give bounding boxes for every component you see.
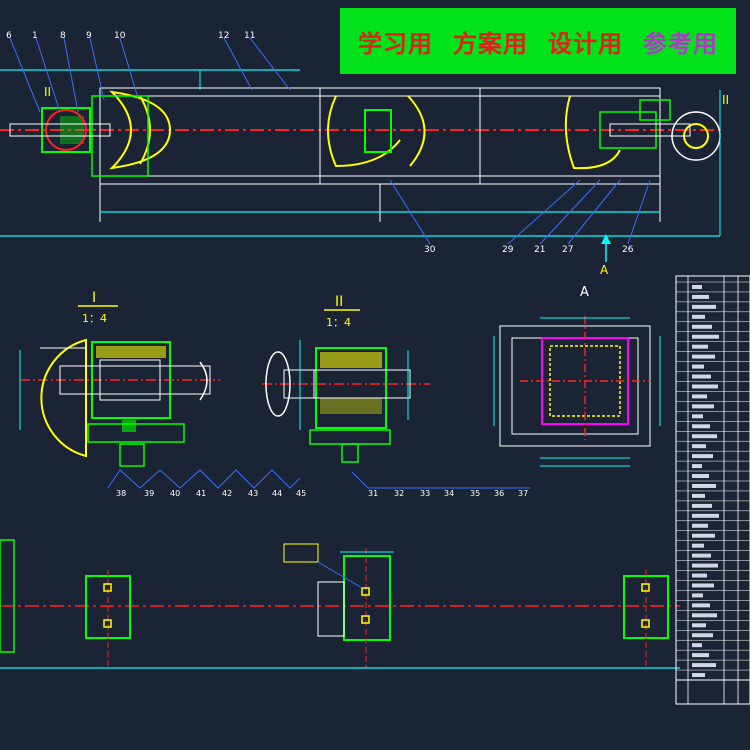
parts-list-cell-text	[692, 404, 714, 409]
parts-list-cell-text	[692, 294, 709, 299]
balloon-40: 40	[170, 489, 180, 498]
detail-i-balloons: 38 39 40 41 42 43 44 45	[116, 489, 306, 498]
parts-list-cell-text	[692, 543, 704, 548]
parts-list-cell-text	[692, 314, 705, 319]
parts-list-cell-text	[692, 394, 707, 399]
view-a-title: A	[580, 285, 589, 300]
balloon-35: 35	[470, 489, 480, 498]
parts-list-cell-text	[692, 483, 716, 488]
parts-list-cell-text	[692, 573, 707, 578]
parts-list-cell-text	[692, 603, 710, 608]
parts-list-cell-text	[692, 454, 713, 459]
parts-list-cell-text	[692, 434, 717, 439]
balloon-12: 12	[218, 31, 229, 41]
balloon-6: 6	[6, 31, 12, 41]
balloon-31: 31	[368, 489, 378, 498]
parts-list-cell-text	[692, 653, 709, 658]
watermark-reference: 参考用	[643, 29, 718, 58]
balloon-41: 41	[196, 489, 206, 498]
balloon-43: 43	[248, 489, 258, 498]
parts-list-cell-text	[692, 414, 703, 419]
balloon-8: 8	[60, 31, 66, 41]
balloon-29: 29	[502, 245, 514, 255]
view-a-marker: A	[600, 263, 609, 277]
parts-list-cell-text	[692, 284, 702, 289]
parts-list-cell-text	[692, 344, 708, 349]
parts-list-cell-text	[692, 384, 718, 389]
parts-list-cell-text	[692, 673, 705, 678]
balloon-42: 42	[222, 489, 232, 498]
parts-list-cell-text	[692, 513, 719, 518]
parts-list-cell-text	[692, 464, 702, 469]
parts-list-cell-text	[692, 324, 712, 329]
balloon-36: 36	[494, 489, 504, 498]
top-balloons: 6 1 8 9 10 12 11	[6, 31, 255, 41]
balloon-44: 44	[272, 489, 282, 498]
balloon-45: 45	[296, 489, 306, 498]
balloon-38: 38	[116, 489, 126, 498]
parts-list-cell-text	[692, 643, 702, 648]
detail-ii-view: II 1：4	[262, 294, 530, 489]
balloon-11: 11	[244, 31, 255, 41]
detail-ii-scale: 1：4	[326, 316, 351, 329]
balloon-21: 21	[534, 245, 545, 255]
balloon-34: 34	[444, 489, 454, 498]
watermark-design: 设计用	[548, 29, 623, 58]
parts-list-cell-text	[692, 493, 705, 498]
balloon-1: 1	[32, 31, 38, 41]
bottom-balloons: 30 29 21 27 26	[424, 245, 634, 255]
balloon-30: 30	[424, 245, 436, 255]
parts-list-cell-text	[692, 533, 715, 538]
balloon-10: 10	[114, 31, 126, 41]
section-mark-left: II	[44, 85, 51, 99]
balloon-26: 26	[622, 245, 634, 255]
watermark-banner: 学习用 方案用 设计用 参考用	[340, 8, 736, 74]
balloon-39: 39	[144, 489, 154, 498]
top-assembly-view	[0, 37, 722, 262]
parts-list-cell-text	[692, 563, 718, 568]
parts-list-cell-text	[692, 583, 714, 588]
parts-list-cell-text	[692, 474, 709, 479]
parts-list-cell-text	[692, 424, 710, 429]
parts-list-cell-text	[692, 623, 706, 628]
section-mark-right: II	[722, 93, 729, 107]
parts-list-cell-text	[692, 444, 706, 449]
parts-list-cell-text	[692, 354, 715, 359]
parts-list-table	[675, 275, 750, 705]
parts-list-cell-text	[692, 633, 713, 638]
watermark-plan: 方案用	[453, 29, 528, 58]
parts-list-cell-text	[692, 364, 704, 369]
parts-list-cell-text	[692, 663, 716, 668]
foundation-plan	[0, 539, 680, 669]
balloon-9: 9	[86, 31, 92, 41]
parts-list-cell-text	[692, 334, 719, 339]
balloon-32: 32	[394, 489, 404, 498]
detail-i-title: I	[92, 290, 96, 306]
detail-i-scale: 1：4	[82, 312, 107, 325]
parts-list-cell-text	[692, 523, 708, 528]
watermark-study: 学习用	[358, 29, 433, 58]
parts-list-cell-text	[692, 613, 717, 618]
view-a: A	[493, 285, 661, 467]
balloon-27: 27	[562, 245, 573, 255]
detail-ii-balloons: 31 32 33 34 35 36 37	[368, 489, 528, 498]
parts-list-cell-text	[692, 374, 711, 379]
detail-i-view: I 1：4	[19, 290, 301, 489]
parts-list-cell-text	[692, 553, 711, 558]
parts-list-cell-text	[692, 304, 716, 309]
parts-list-cell-text	[692, 503, 712, 508]
balloon-37: 37	[518, 489, 528, 498]
parts-list-cell-text	[692, 593, 703, 598]
balloon-33: 33	[420, 489, 430, 498]
detail-ii-title: II	[335, 294, 343, 310]
